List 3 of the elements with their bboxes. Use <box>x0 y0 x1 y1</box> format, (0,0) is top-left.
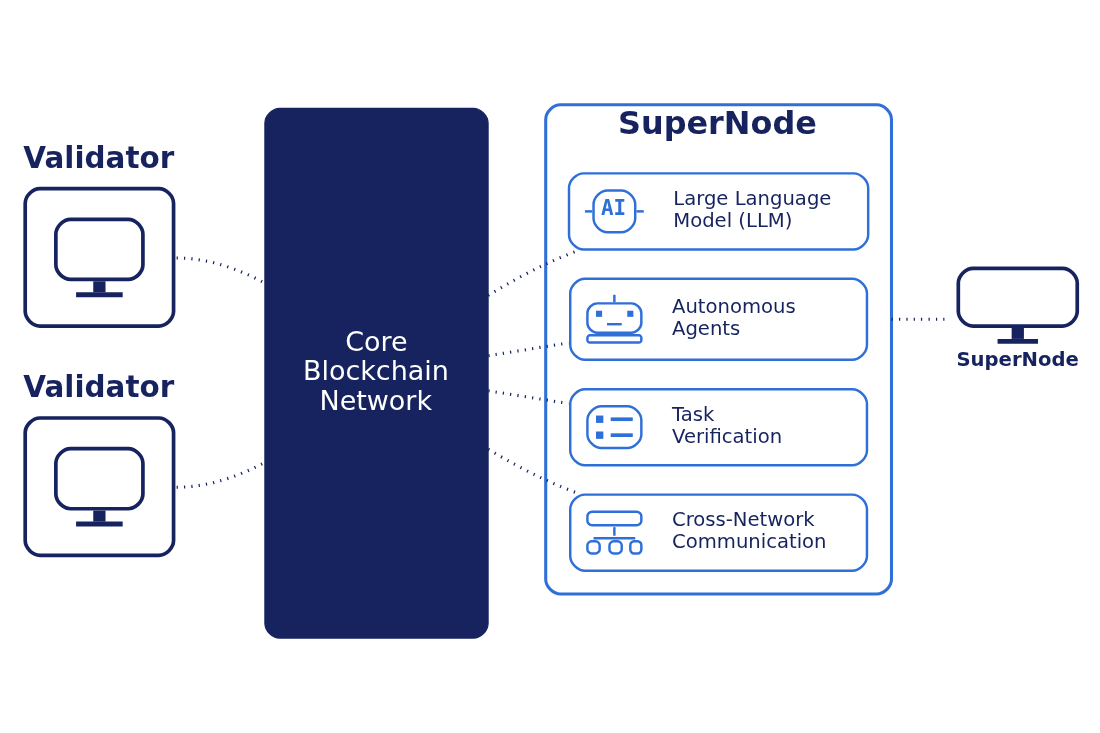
node-label: Validator <box>23 369 175 404</box>
node-label: Validator <box>23 140 175 175</box>
node-label: SuperNode <box>956 347 1079 371</box>
